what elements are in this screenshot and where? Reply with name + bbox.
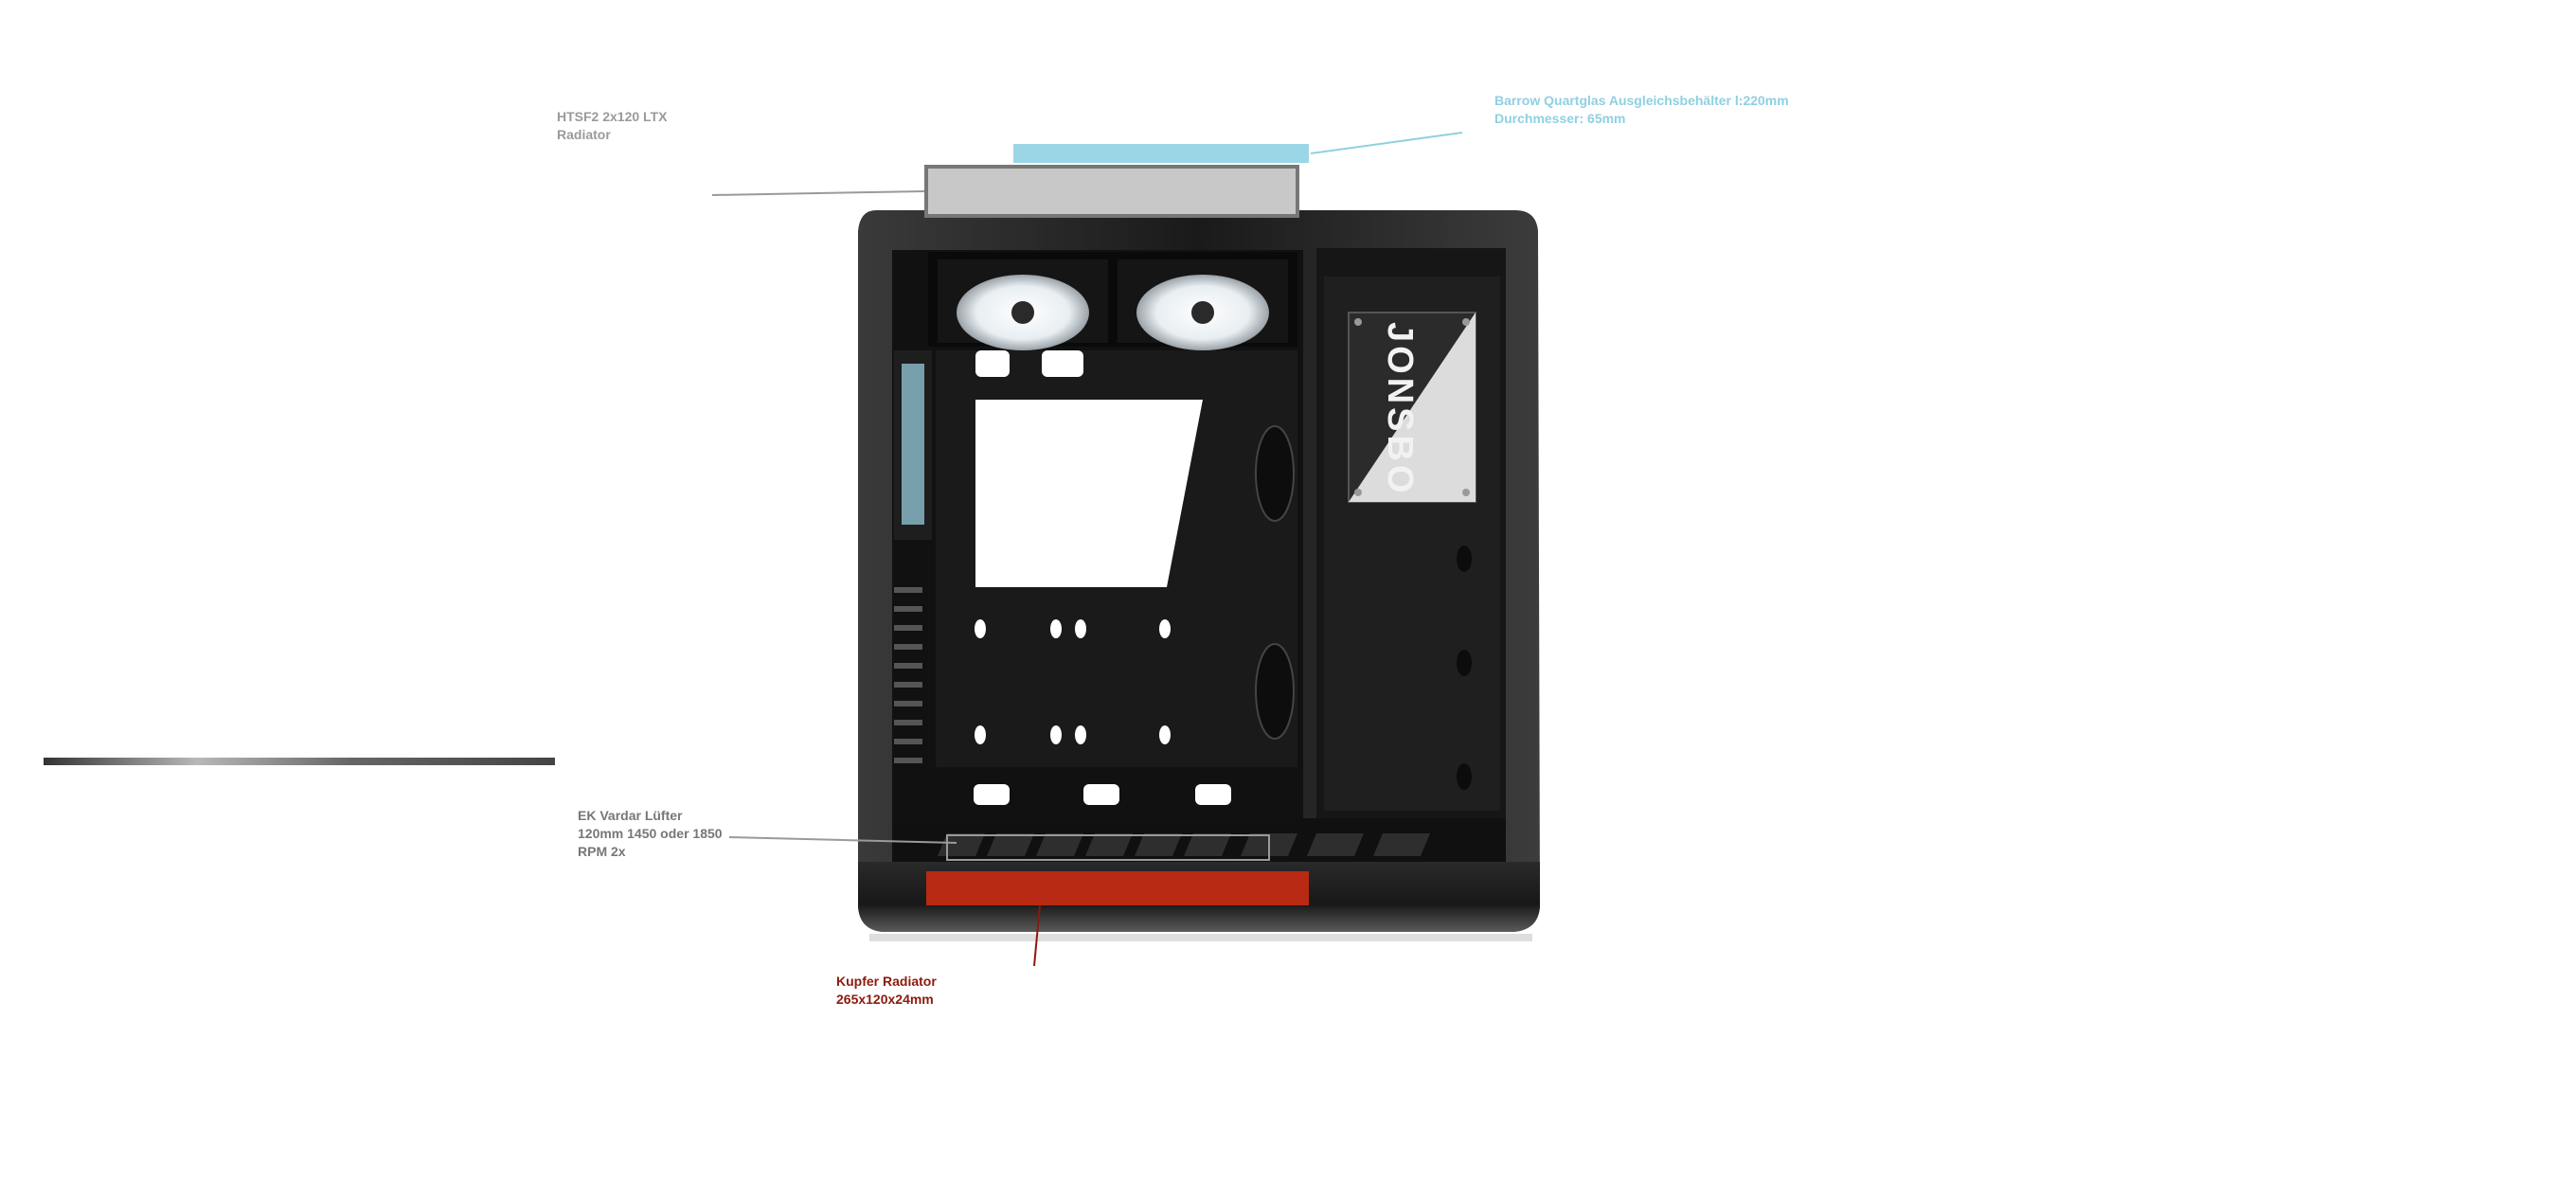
- label-fans: EK Vardar Lüfter 120mm 1450 oder 1850 RP…: [578, 808, 723, 859]
- rear-fan: [894, 350, 932, 540]
- logo-plate: [1348, 312, 1476, 503]
- bottom-fans-outline: [946, 834, 1270, 861]
- rear-slots: [894, 587, 922, 763]
- base-highlight: [869, 934, 1532, 941]
- leader-bottom-radiator: [1033, 904, 1041, 967]
- grommet-bottom: [1255, 643, 1295, 740]
- leader-fans: [728, 836, 957, 844]
- standoffs: [975, 619, 1171, 744]
- reservoir: [1013, 144, 1309, 163]
- top-fan-right: [1118, 259, 1288, 350]
- tray-cutout: [975, 400, 1203, 587]
- label-reservoir: Barrow Quartglas Ausgleichsbehälter l:22…: [1494, 93, 1789, 126]
- right-keyholes: [1457, 545, 1472, 790]
- leader-top-radiator: [711, 190, 925, 196]
- top-radiator: [924, 165, 1299, 218]
- shelf-line: [44, 758, 555, 765]
- leader-reservoir: [1310, 132, 1463, 154]
- label-top-radiator: HTSF2 2x120 LTX Radiator: [557, 109, 668, 142]
- top-fan-left: [938, 259, 1108, 350]
- bottom-radiator: [926, 871, 1309, 905]
- grommet-top: [1255, 425, 1295, 522]
- case-logo: JONSBO: [1380, 322, 1420, 496]
- label-bottom-radiator: Kupfer Radiator 265x120x24mm: [836, 974, 937, 1007]
